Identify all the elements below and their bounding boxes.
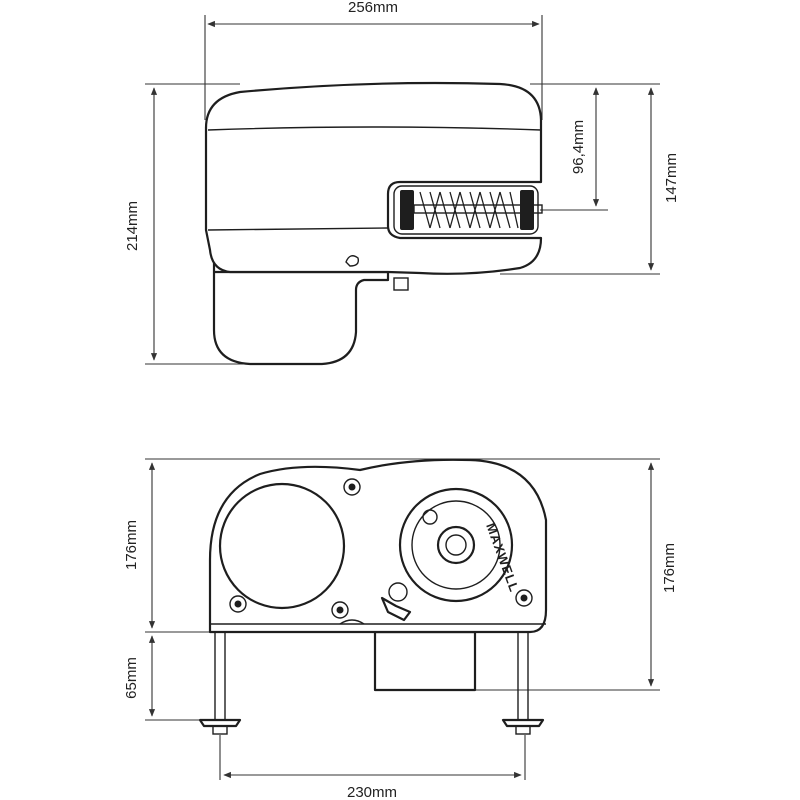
gypsy-inner-ring [411,500,501,590]
bolt-spacing-dimension-label: 230mm [347,784,397,800]
below-deck-dimension-label: 65mm [123,657,140,699]
mounting-stud-right [501,631,545,735]
gypsy-flange [520,190,534,230]
motor-cover [218,482,346,610]
base-notch [339,619,365,625]
motor-housing [212,223,390,366]
gypsy-dimension-label: 96,4mm [570,120,587,174]
shaft-hub [436,525,476,565]
cover-screws [229,478,533,619]
right-height-dimension-label: 147mm [663,153,680,203]
side-view-body [204,81,543,366]
stud [393,277,409,291]
front-view: 176mm 65mm 176mm 230mm [123,458,678,800]
side-view: 256mm 214mm 96,4mm 147mm [124,0,680,366]
handle-socket [422,509,438,525]
width-dimension-label: 256mm [348,0,398,16]
shaft-bore [445,534,467,556]
gypsy-teeth [419,191,519,229]
under-deck-motor [373,630,477,692]
cover-seam [207,126,542,131]
gypsy-slot [393,185,539,235]
height-dimension-label: 214mm [124,201,141,251]
mounting-stud-left [198,631,242,735]
shaft [413,204,543,214]
base-seam [207,227,389,231]
left-height-dimension-label: 176mm [123,520,140,570]
gypsy-flange [400,190,414,230]
manual-release-lever [380,582,412,622]
drain-hole [345,255,360,267]
right-height-dimension-label: 176mm [661,543,678,593]
main-cover [204,81,543,275]
